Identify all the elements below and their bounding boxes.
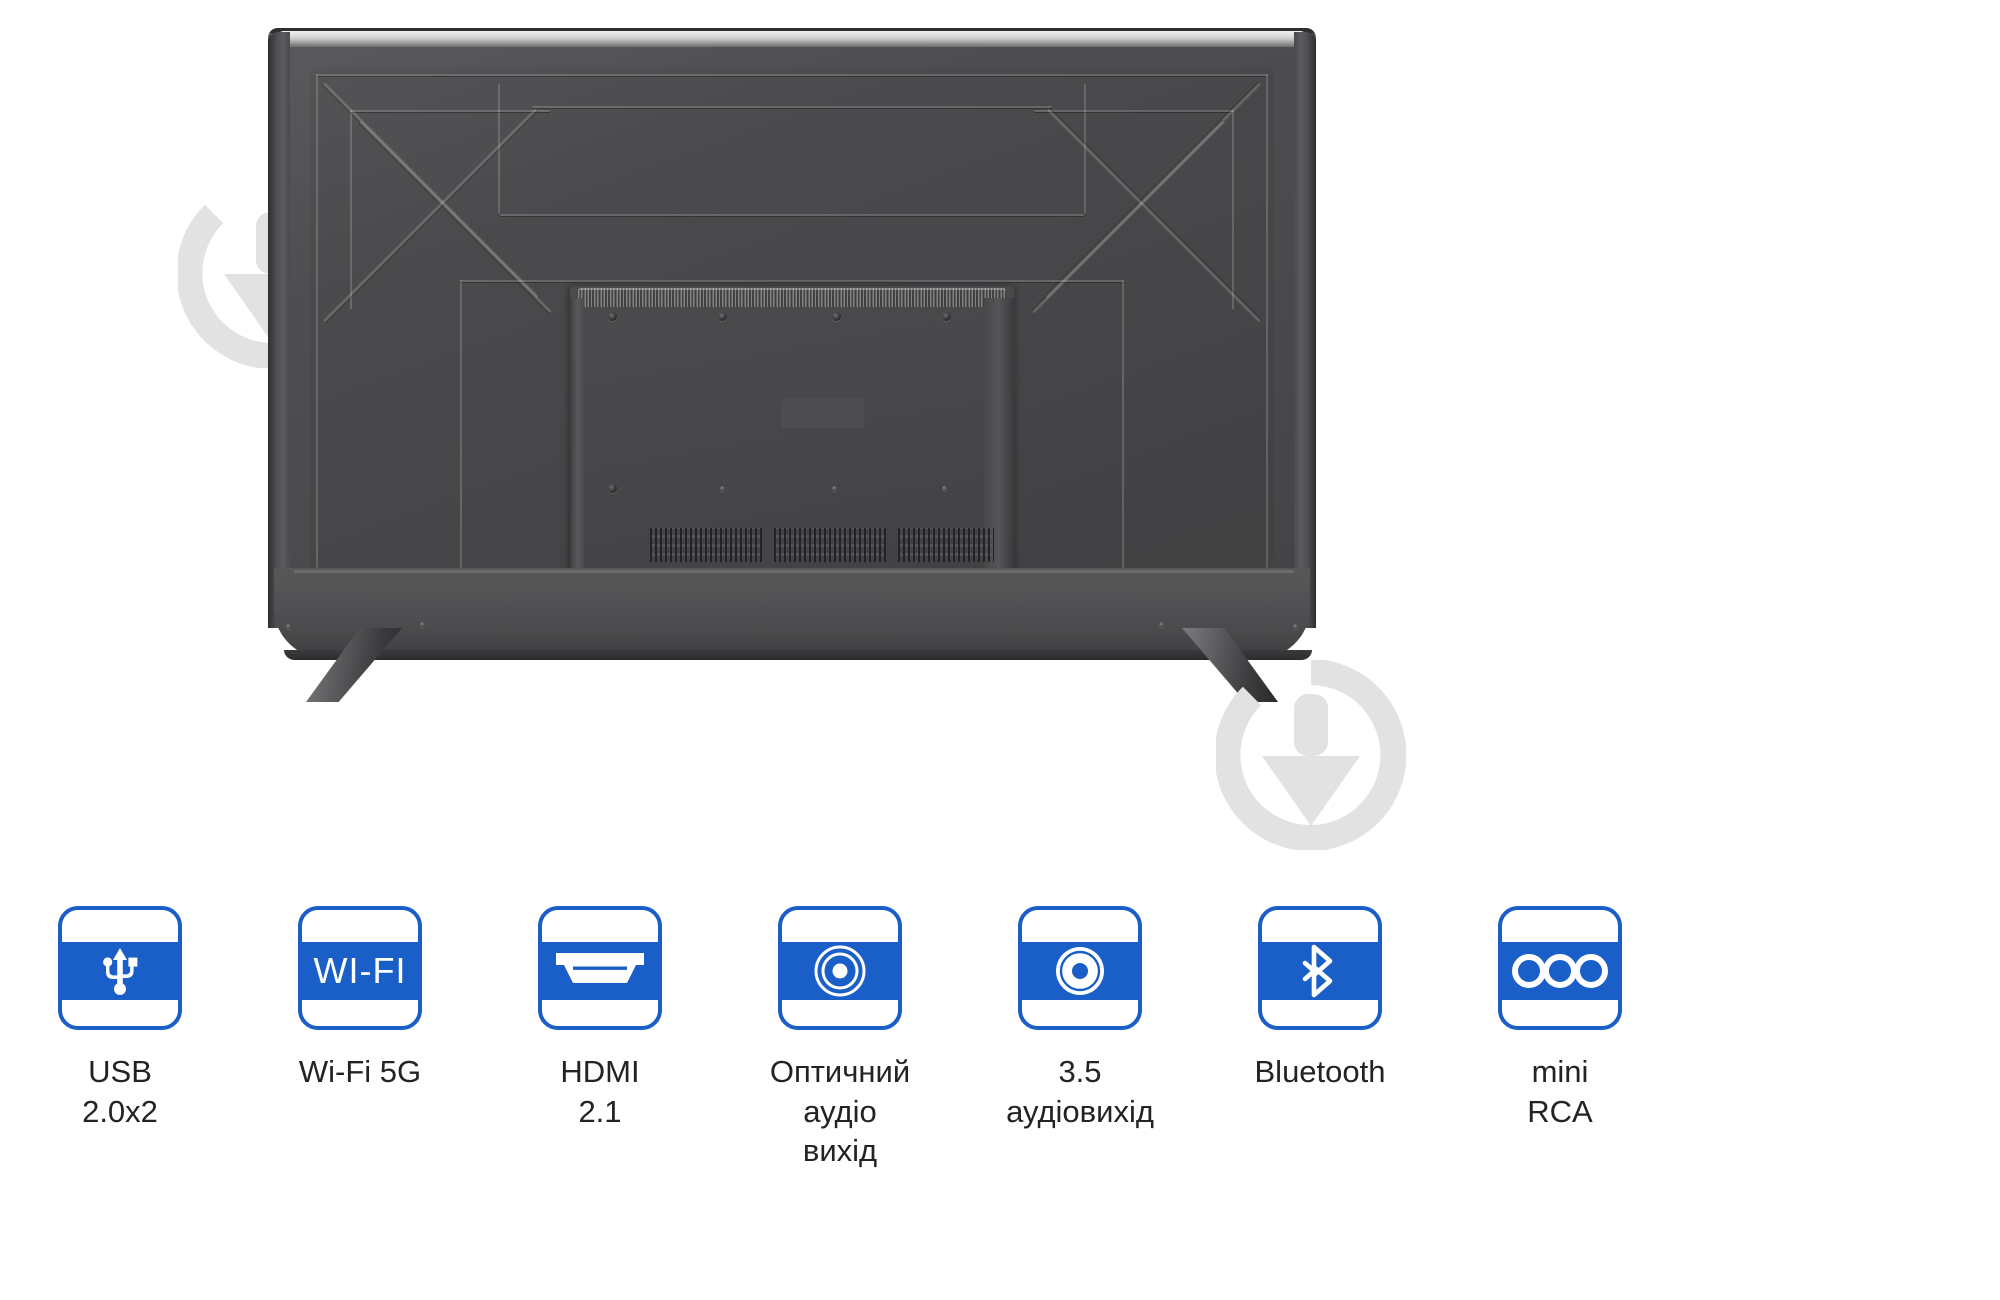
wifi-icon: WI-FI bbox=[313, 950, 407, 991]
tv-bottom-lip bbox=[284, 650, 1312, 660]
tv-rib-center-bottom bbox=[500, 214, 1084, 216]
tv-bottom-screw bbox=[1293, 624, 1298, 629]
badge-band bbox=[1498, 942, 1622, 1000]
tv-back-panel bbox=[268, 28, 1316, 628]
optical-audio-badge bbox=[778, 906, 902, 1030]
tv-rib-center-left bbox=[498, 84, 500, 214]
audio-jack-badge bbox=[1018, 906, 1142, 1030]
tv-rib-left-square-top bbox=[350, 110, 550, 112]
tv-bottom-shell bbox=[274, 568, 1312, 660]
hdmi-icon bbox=[542, 942, 658, 1000]
feature-wifi: WI-FI Wi-Fi 5G bbox=[240, 906, 480, 1092]
tv-screw bbox=[832, 312, 841, 321]
tv-rib-outer-top bbox=[316, 74, 1268, 76]
mini-rca-badge bbox=[1498, 906, 1622, 1030]
tv-bottom-highlight bbox=[294, 570, 1294, 573]
tv-screw bbox=[608, 484, 617, 493]
tv-screw-small bbox=[942, 486, 947, 491]
feature-label: HDMI 2.1 bbox=[560, 1054, 640, 1129]
tv-screw bbox=[942, 312, 951, 321]
tv-rib-left-square-side bbox=[350, 110, 352, 310]
feature-icon-row: USB 2.0x2 WI-FI Wi-Fi 5G HDMI 2.1 bbox=[0, 906, 2000, 1171]
feature-mini-rca: mini RCA bbox=[1440, 906, 1680, 1131]
mini-rca-icon bbox=[1502, 942, 1618, 1000]
tv-rib-outer-right bbox=[1266, 74, 1268, 568]
tv-spec-label-plate bbox=[782, 398, 864, 428]
tv-rib-lower-left bbox=[460, 280, 462, 570]
feature-usb: USB 2.0x2 bbox=[0, 906, 240, 1131]
tv-vent-block bbox=[650, 528, 762, 562]
feature-hdmi: HDMI 2.1 bbox=[480, 906, 720, 1131]
optical-audio-icon bbox=[782, 942, 898, 1000]
tv-rear-image bbox=[268, 28, 1316, 702]
tv-screw bbox=[718, 312, 727, 321]
feature-label: mini RCA bbox=[1527, 1054, 1593, 1129]
tv-rib-right-square-top bbox=[1034, 110, 1234, 112]
feature-label: USB 2.0x2 bbox=[82, 1054, 158, 1129]
usb-icon bbox=[62, 942, 178, 1000]
tv-rib-center-top bbox=[532, 106, 1052, 108]
tv-rib-right-square-side bbox=[1232, 110, 1234, 310]
tv-rib-center-right bbox=[1084, 84, 1086, 214]
tv-bottom-screw bbox=[286, 624, 291, 629]
tv-left-bevel bbox=[268, 32, 290, 628]
feature-optical-audio: Оптичний аудіо вихід bbox=[720, 906, 960, 1171]
hdmi-badge bbox=[538, 906, 662, 1030]
feature-label: Bluetooth bbox=[1254, 1054, 1386, 1089]
tv-top-dark-edge bbox=[268, 28, 1316, 33]
tv-screw-small bbox=[720, 486, 725, 491]
feature-label: Оптичний аудіо вихід bbox=[769, 1054, 911, 1169]
feature-audio-jack: 3.5 аудіовихід bbox=[960, 906, 1200, 1131]
tv-vent-block bbox=[774, 528, 886, 562]
tv-screw bbox=[608, 312, 617, 321]
feature-label: 3.5 аудіовихід bbox=[1006, 1054, 1154, 1129]
tv-electronics-module bbox=[570, 286, 1014, 606]
tv-right-bevel bbox=[1294, 32, 1316, 628]
tv-top-silver-strip bbox=[276, 31, 1308, 47]
feature-label: Wi-Fi 5G bbox=[298, 1054, 422, 1089]
wifi-badge: WI-FI bbox=[298, 906, 422, 1030]
tv-module-left-edge bbox=[570, 298, 584, 606]
tv-bottom-screw bbox=[1159, 622, 1164, 627]
badge-band bbox=[298, 942, 422, 1000]
tv-bottom-screw bbox=[420, 622, 425, 627]
tv-rib-outer-left bbox=[316, 74, 318, 568]
bluetooth-icon bbox=[1262, 942, 1378, 1000]
tv-vent-block bbox=[898, 528, 994, 562]
usb-badge bbox=[58, 906, 182, 1030]
tv-rib-lower-top bbox=[460, 280, 1124, 282]
feature-bluetooth: Bluetooth bbox=[1200, 906, 1440, 1092]
bluetooth-badge bbox=[1258, 906, 1382, 1030]
tv-module-vent-grille bbox=[578, 288, 1006, 307]
tv-rib-lower-right bbox=[1122, 280, 1124, 570]
audio-jack-icon bbox=[1022, 942, 1138, 1000]
tv-screw-small bbox=[832, 486, 837, 491]
